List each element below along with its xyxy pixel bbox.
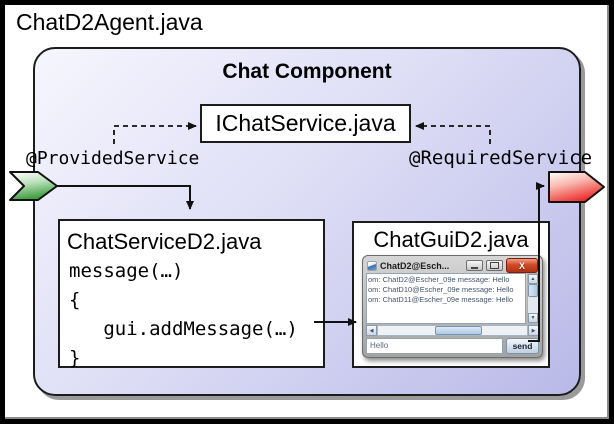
chat-window-titlebar[interactable]: ChatD2@Esch... X xyxy=(366,258,539,274)
scroll-up-icon[interactable]: ▲ xyxy=(528,274,538,285)
message-list[interactable]: om: ChatD2@Escher_09e message: Hello om:… xyxy=(366,273,526,325)
agent-title: ChatD2Agent.java xyxy=(16,9,203,35)
chat-window-title: ChatD2@Esch... xyxy=(380,260,450,271)
code-line: { xyxy=(69,289,81,311)
message-line: om: ChatD2@Escher_09e message: Hello xyxy=(368,275,510,285)
java-icon xyxy=(367,260,377,271)
chat-gui-box-title: ChatGuiD2.java xyxy=(373,227,529,252)
code-line: gui.addMessage(…) xyxy=(69,318,298,340)
close-button[interactable]: X xyxy=(506,258,538,274)
chat-service-box-title: ChatServiceD2.java xyxy=(67,229,262,254)
minimize-button[interactable] xyxy=(466,260,483,272)
component-title: Chat Component xyxy=(222,60,392,83)
ichatservice-label: IChatService.java xyxy=(215,110,396,136)
chat-message-input[interactable]: Hello xyxy=(366,338,503,355)
horizontal-scroll-thumb[interactable] xyxy=(434,326,483,336)
vertical-scrollbar[interactable]: ▲ ▼ xyxy=(527,273,539,325)
maximize-button[interactable] xyxy=(486,260,503,272)
scroll-down-icon[interactable]: ▼ xyxy=(528,313,538,324)
code-line: } xyxy=(69,347,81,369)
chat-service-box: ChatServiceD2.java message(…) { gui.addM… xyxy=(58,219,325,369)
code-line: message(…) xyxy=(69,260,184,282)
required-service-annotation: @RequiredService xyxy=(409,147,593,169)
chat-window: ChatD2@Esch... X om: ChatD2@Escher_09e m… xyxy=(362,255,543,358)
scroll-left-icon[interactable]: ◀ xyxy=(366,325,377,337)
vertical-scroll-thumb[interactable] xyxy=(528,284,538,298)
ichatservice-box: IChatService.java xyxy=(200,104,411,143)
message-line: om: ChatD11@Escher_09e message: Hello xyxy=(368,295,514,305)
scroll-right-icon[interactable]: ▶ xyxy=(528,325,539,337)
send-button[interactable]: send xyxy=(506,338,539,355)
message-line: om: ChatD10@Escher_09e message: Hello xyxy=(368,285,514,295)
horizontal-scrollbar[interactable]: ◀ ▶ xyxy=(366,325,539,337)
provided-service-annotation: @ProvidedService xyxy=(26,148,200,169)
